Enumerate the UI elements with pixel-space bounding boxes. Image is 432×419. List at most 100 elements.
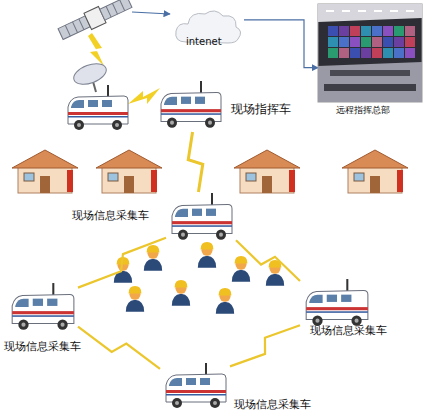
wheel <box>74 120 84 130</box>
stripe <box>12 311 74 314</box>
workers-part <box>114 257 132 283</box>
screen-tile <box>372 37 382 47</box>
ceiling-light <box>342 10 350 12</box>
hub <box>21 323 25 327</box>
workers-part <box>126 286 144 312</box>
node-label: 现场指挥车 <box>231 102 291 116</box>
hub <box>170 121 174 125</box>
antenna <box>205 363 207 375</box>
workers-part <box>232 256 250 282</box>
screen-tile <box>350 48 360 58</box>
satellite-part <box>65 25 70 36</box>
houses <box>12 150 408 193</box>
wheel <box>216 229 226 239</box>
internet-cloud: intenet <box>172 6 244 52</box>
wheel <box>57 319 67 329</box>
command-center-photo <box>318 4 422 102</box>
satellite-part <box>106 6 111 17</box>
vehicle-node: 现场信息采集车 <box>166 192 236 244</box>
window <box>192 209 202 216</box>
wheel <box>210 398 220 408</box>
lightning <box>128 88 160 104</box>
stripe <box>161 109 221 112</box>
hub <box>175 401 179 405</box>
screen-tile <box>339 48 349 58</box>
van-icon <box>6 282 78 334</box>
van-body <box>12 294 74 323</box>
wireless-link <box>230 325 300 366</box>
stripe <box>68 116 128 118</box>
vehicle-node: 现场信息采集车 <box>160 362 230 412</box>
antenna <box>107 85 109 97</box>
van-body <box>172 204 232 233</box>
lightning <box>88 33 104 66</box>
screen-tile <box>350 37 360 47</box>
wheel <box>172 398 182 408</box>
screen-tile <box>350 26 360 36</box>
screen-tile <box>405 37 415 47</box>
node-label: 现场信息采集车 <box>310 324 387 337</box>
window <box>88 100 98 107</box>
uplink-line <box>132 12 170 14</box>
screen-tile <box>394 48 404 58</box>
van-icon <box>160 362 230 412</box>
satellite-van <box>62 84 132 134</box>
window <box>181 97 191 104</box>
wheel <box>167 117 177 127</box>
screen-tile <box>328 37 338 47</box>
houses-part <box>342 150 408 193</box>
antenna <box>52 283 54 295</box>
desk <box>324 84 416 91</box>
window <box>341 295 351 302</box>
screen-tile <box>328 48 338 58</box>
satellite-part <box>79 19 84 30</box>
windshield <box>71 100 84 108</box>
node-label: intenet <box>186 36 222 48</box>
node-label: 现场信息采集车 <box>4 340 81 353</box>
screen-tile <box>339 26 349 36</box>
ceiling-light <box>374 10 382 12</box>
satellite-part <box>100 0 132 20</box>
satellite-part <box>73 22 78 33</box>
window <box>206 209 216 216</box>
stripe <box>166 390 226 393</box>
hub <box>213 401 217 405</box>
ceiling-light <box>326 10 334 12</box>
workers <box>114 242 284 314</box>
antenna <box>211 193 213 205</box>
stripe <box>166 394 226 396</box>
ceiling <box>318 4 422 22</box>
vehicle-node: 现场信息采集车 <box>6 282 78 334</box>
wireless-link <box>236 240 300 281</box>
photo-frame <box>318 4 422 102</box>
windshield <box>169 378 182 386</box>
window <box>327 295 337 302</box>
workers-part <box>198 242 216 268</box>
houses-part <box>12 150 78 193</box>
van-body <box>68 96 128 124</box>
van-icon <box>300 278 372 330</box>
stripe <box>306 307 368 310</box>
workers-part <box>172 280 190 306</box>
floor <box>318 62 422 102</box>
screen-tile <box>361 48 371 58</box>
window <box>33 299 43 306</box>
workers-part <box>266 260 284 286</box>
hub <box>315 319 319 323</box>
van-body <box>161 92 221 121</box>
antenna <box>346 279 348 291</box>
screen-tile <box>361 26 371 36</box>
screen-tile <box>405 26 415 36</box>
wheel <box>205 117 215 127</box>
hub <box>61 323 65 327</box>
satellite <box>57 0 133 42</box>
windshield <box>15 299 28 307</box>
screen-tile <box>383 37 393 47</box>
windshield <box>164 97 177 105</box>
windshield <box>175 209 188 217</box>
screen-tile <box>394 26 404 36</box>
screen-tile <box>383 48 393 58</box>
stripe <box>306 311 368 313</box>
hub <box>219 233 223 237</box>
